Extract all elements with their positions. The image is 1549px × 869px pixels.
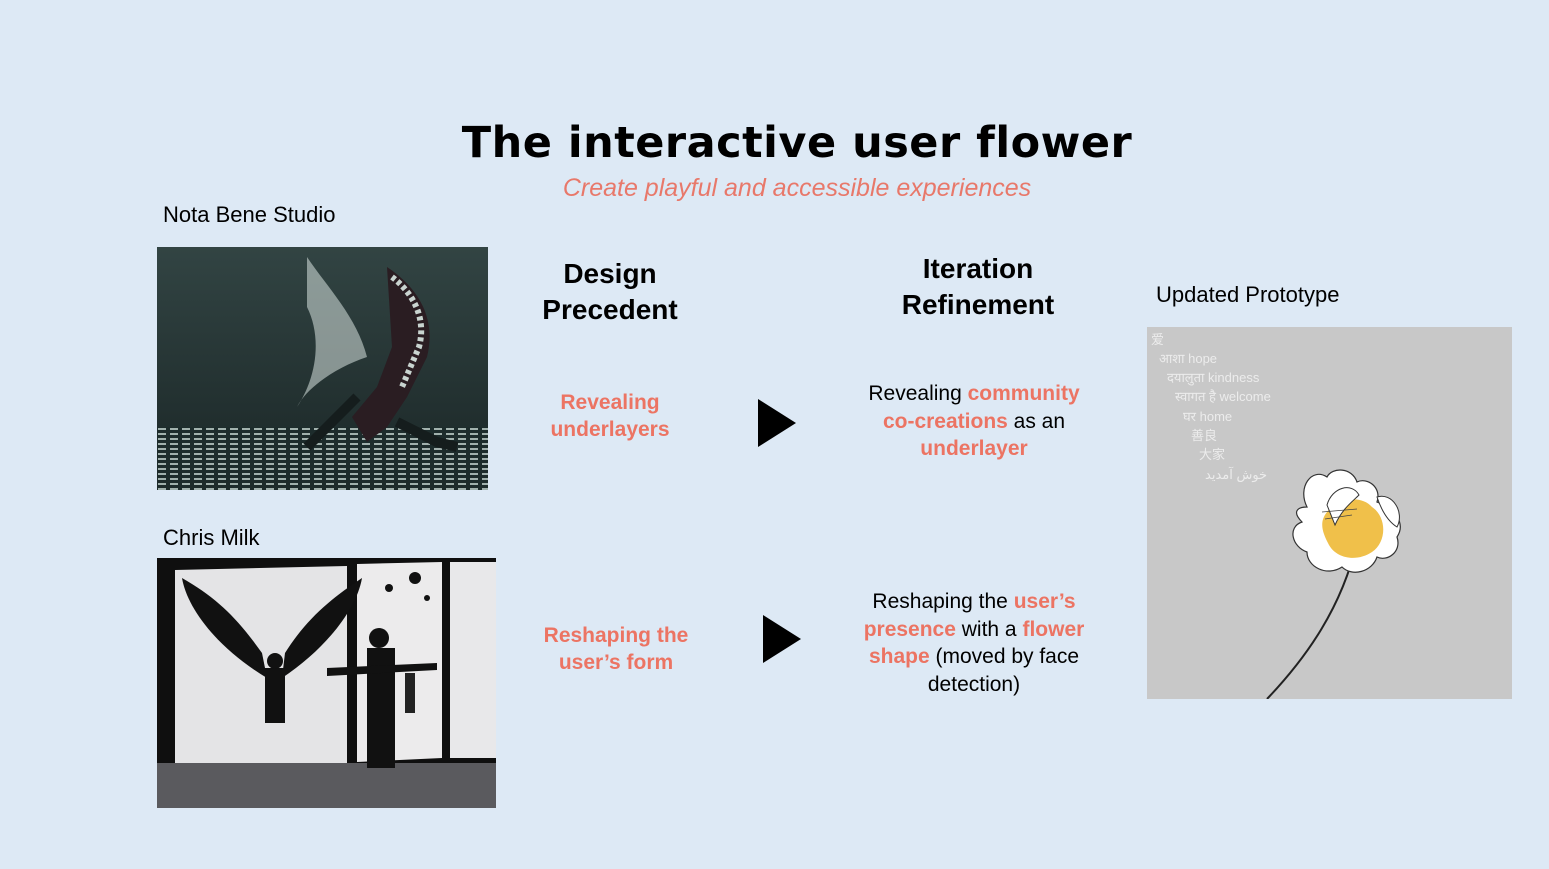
refinement-text: as an [1007,409,1066,433]
refinement-text: with a [955,617,1023,641]
slide-title: The interactive user flower [461,118,1133,168]
refinement-highlight: shape [868,645,930,668]
refinement-text: (moved by face [929,645,1080,668]
precedent-reshaping-form: Reshaping the user’s form [506,622,726,676]
heading-line: Iteration [922,253,1034,284]
refinement-highlight: co-creations [882,409,1008,433]
slide-subtitle: Create playful and accessible experience… [562,174,1032,202]
refinement-line: shape (moved by face [835,643,1113,671]
refinement-line: Revealing community [840,380,1108,408]
refinement-highlight: presence [863,617,956,641]
refinement-highlight: user’s [1013,590,1076,613]
prototype-caption: Updated Prototype [1156,282,1340,307]
prototype-word: आशा hope [1159,351,1218,366]
refinement-highlight: flower [1022,617,1085,641]
prototype-screenshot: 爱 आशा hope दयालुता kindness स्वागत है we… [1147,327,1512,699]
refinement-highlight: community [967,382,1080,405]
precedent-line: underlayers [550,418,670,441]
prototype-word: घर home [1183,409,1233,424]
prototype-word: خوش آمدید [1205,467,1268,482]
precedent-line: user’s form [558,651,674,674]
flower-graphic [1266,469,1401,699]
heading-line: Refinement [901,289,1055,320]
prototype-word: स्वागत है welcome [1175,389,1271,404]
prototype-word: 爱 [1151,332,1165,347]
refinement-highlight: underlayer [920,437,1028,460]
chris-milk-caption: Chris Milk [163,525,260,550]
design-precedent-heading: Design Precedent [510,256,710,328]
refinement-community-cocreations: Revealing community co-creations as an u… [840,380,1108,463]
precedent-line: Reshaping the [543,624,689,647]
heading-line: Design [563,258,657,289]
refinement-line: detection) [927,672,1021,696]
nota-bene-photo [157,247,488,490]
prototype-word: 善良 [1191,428,1218,443]
precedent-revealing-underlayers: Revealing underlayers [510,389,710,443]
play-arrow-icon [758,399,796,447]
heading-line: Precedent [542,294,678,325]
refinement-line: presence with a flower [835,616,1113,644]
refinement-text: Reshaping the [872,590,1014,613]
nota-bene-caption: Nota Bene Studio [163,202,336,227]
refinement-flower-shape: Reshaping the user’s presence with a flo… [835,588,1113,698]
refinement-line: underlayer [840,435,1108,463]
iteration-refinement-heading: Iteration Refinement [873,251,1083,323]
refinement-line: Reshaping the user’s [835,588,1113,616]
precedent-line: Revealing [560,391,660,414]
refinement-text: Revealing [868,382,968,405]
chris-milk-photo [157,558,496,808]
play-arrow-icon [763,615,801,663]
refinement-line: co-creations as an [840,408,1108,436]
prototype-word: 大家 [1199,447,1226,462]
prototype-word: दयालुता kindness [1167,370,1260,385]
